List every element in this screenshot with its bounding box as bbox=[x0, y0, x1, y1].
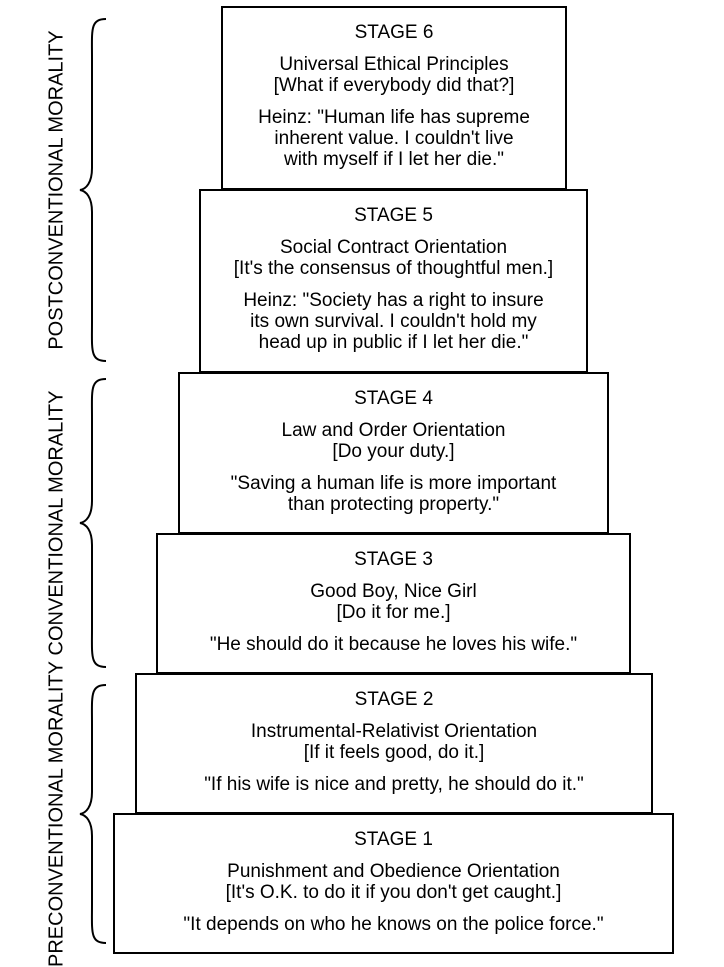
brace-conventional bbox=[79, 378, 107, 668]
stage-quote: Heinz: "Society has a right to insure it… bbox=[243, 290, 544, 353]
stage-3-box: STAGE 3 Good Boy, Nice Girl [Do it for m… bbox=[156, 533, 631, 674]
stage-quote: "It depends on who he knows on the polic… bbox=[183, 914, 604, 935]
stage-title: STAGE 1 bbox=[354, 829, 433, 850]
stage-quote: "Saving a human life is more important t… bbox=[230, 473, 557, 515]
stage-name: Instrumental-Relativist Orientation bbox=[250, 721, 538, 742]
stage-title: STAGE 5 bbox=[354, 205, 433, 226]
stage-5-box: STAGE 5 Social Contract Orientation [It'… bbox=[199, 189, 588, 373]
stage-1-box: STAGE 1 Punishment and Obedience Orienta… bbox=[113, 813, 674, 954]
stage-motto: [Do your duty.] bbox=[332, 441, 455, 462]
stage-motto: [It's the consensus of thoughtful men.] bbox=[233, 258, 554, 279]
stage-name: Universal Ethical Principles bbox=[279, 54, 509, 75]
stage-quote: Heinz: "Human life has supreme inherent … bbox=[258, 107, 530, 170]
stage-quote: "If his wife is nice and pretty, he shou… bbox=[204, 774, 584, 795]
stage-6-box: STAGE 6 Universal Ethical Principles [Wh… bbox=[221, 6, 567, 190]
stage-motto: [If it feels good, do it.] bbox=[303, 742, 485, 763]
group-label-postconventional: POSTCONVENTIONAL MORALITY bbox=[45, 30, 68, 350]
stage-name: Law and Order Orientation bbox=[281, 420, 506, 441]
group-label-conventional: CONVENTIONAL MORALITY bbox=[45, 390, 68, 656]
brace-preconventional bbox=[79, 684, 107, 944]
stage-name: Social Contract Orientation bbox=[279, 237, 508, 258]
stage-motto: [What if everybody did that?] bbox=[273, 75, 515, 96]
stage-title: STAGE 2 bbox=[354, 689, 434, 710]
stage-4-box: STAGE 4 Law and Order Orientation [Do yo… bbox=[178, 372, 609, 534]
group-label-preconventional: PRECONVENTIONAL MORALITY bbox=[45, 661, 68, 967]
stage-name: Good Boy, Nice Girl bbox=[310, 581, 477, 602]
stage-name: Punishment and Obedience Orientation bbox=[227, 861, 560, 882]
stage-motto: [Do it for me.] bbox=[336, 602, 451, 623]
stage-motto: [It's O.K. to do it if you don't get cau… bbox=[225, 882, 562, 903]
stage-title: STAGE 4 bbox=[354, 388, 433, 409]
stage-quote: "He should do it because he loves his wi… bbox=[209, 634, 578, 655]
stage-title: STAGE 6 bbox=[354, 22, 434, 43]
stage-2-box: STAGE 2 Instrumental-Relativist Orientat… bbox=[135, 673, 653, 814]
stage-title: STAGE 3 bbox=[354, 549, 433, 570]
brace-postconventional bbox=[79, 18, 107, 362]
